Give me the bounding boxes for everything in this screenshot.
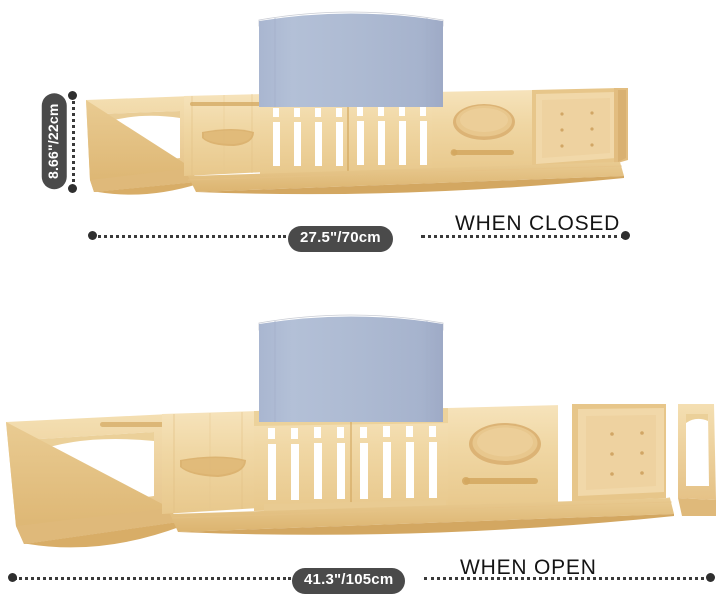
width-measure-dot-right-open (706, 573, 715, 582)
width-measure-dot-left-open (8, 573, 17, 582)
bath-tray-closed (84, 88, 630, 206)
height-measure-dot-top (68, 91, 77, 100)
caption-when-closed: WHEN CLOSED (455, 212, 621, 235)
book-tablet-open (253, 305, 449, 423)
width-measure-dot-right-closed (621, 231, 630, 240)
width-measure-line-open-left (14, 577, 291, 583)
width-dimension-badge-closed: 27.5"/70cm (288, 226, 393, 252)
width-measure-line-closed-left (93, 235, 286, 241)
height-dimension-badge-closed: 8.66"/22cm (41, 93, 67, 190)
width-measure-line-open-right (424, 577, 710, 583)
width-measure-dot-left-closed (88, 231, 97, 240)
width-measure-line-closed-right (421, 235, 625, 241)
bath-tray-open (2, 404, 718, 564)
height-measure-line-closed (72, 96, 78, 188)
book-tablet-closed (253, 4, 449, 108)
height-measure-dot-bottom (68, 184, 77, 193)
caption-when-open: WHEN OPEN (460, 556, 597, 579)
width-dimension-badge-open: 41.3"/105cm (292, 568, 406, 594)
